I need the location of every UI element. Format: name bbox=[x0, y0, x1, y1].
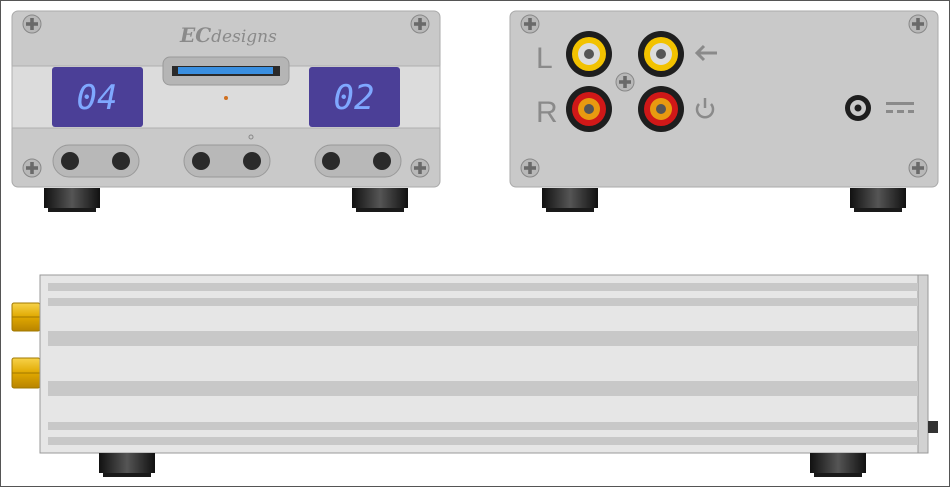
power-icon bbox=[695, 98, 715, 119]
side-grooves bbox=[48, 283, 918, 445]
screw-icon bbox=[22, 14, 42, 34]
side-switch[interactable] bbox=[928, 421, 938, 433]
ir-sensor bbox=[248, 134, 254, 140]
foot bbox=[542, 188, 598, 212]
screw-icon bbox=[22, 158, 42, 178]
brand-logo-main: EC bbox=[179, 23, 211, 47]
foot bbox=[99, 453, 155, 477]
rca-left-out[interactable] bbox=[566, 31, 612, 77]
screw-icon bbox=[410, 14, 430, 34]
left-display: 04 bbox=[52, 67, 143, 127]
rca-right-out[interactable] bbox=[566, 86, 612, 132]
rca-right-in[interactable] bbox=[638, 86, 684, 132]
rear-chassis bbox=[509, 10, 939, 188]
right-channel-label: R bbox=[536, 96, 558, 129]
rear-panel: L R bbox=[509, 10, 939, 212]
center-button-right[interactable] bbox=[243, 152, 261, 170]
right-button-down[interactable] bbox=[322, 152, 340, 170]
front-panel: ECdesigns 04 02 bbox=[11, 10, 441, 212]
left-display-value: 04 bbox=[77, 78, 118, 118]
right-button-pair bbox=[314, 144, 402, 178]
dc-power-icon bbox=[886, 102, 914, 113]
center-button-left[interactable] bbox=[192, 152, 210, 170]
foot bbox=[352, 188, 408, 212]
screw-icon bbox=[520, 158, 540, 178]
screw-icon bbox=[410, 158, 430, 178]
right-display: 02 bbox=[309, 67, 400, 127]
left-channel-label: L bbox=[536, 42, 553, 75]
rca-left-in[interactable] bbox=[638, 31, 684, 77]
screw-icon bbox=[615, 72, 635, 92]
left-button-pair bbox=[52, 144, 140, 178]
right-button-up[interactable] bbox=[373, 152, 391, 170]
foot bbox=[850, 188, 906, 212]
dc-jack[interactable] bbox=[845, 95, 871, 121]
card-slot[interactable] bbox=[162, 56, 290, 86]
brand-logo-sub: designs bbox=[211, 27, 277, 47]
left-button-up[interactable] bbox=[112, 152, 130, 170]
center-button-pair bbox=[183, 144, 271, 178]
side-view bbox=[11, 274, 938, 477]
brand-logo: ECdesigns bbox=[179, 23, 277, 47]
screw-icon bbox=[908, 158, 928, 178]
status-led bbox=[224, 96, 228, 100]
screw-icon bbox=[908, 14, 928, 34]
side-end-plate bbox=[917, 274, 929, 454]
foot bbox=[44, 188, 100, 212]
arrow-left-icon bbox=[694, 44, 717, 62]
rca-plug-side-bottom bbox=[11, 357, 41, 389]
left-button-down[interactable] bbox=[61, 152, 79, 170]
right-display-value: 02 bbox=[334, 78, 375, 118]
foot bbox=[810, 453, 866, 477]
rca-plug-side-top bbox=[11, 302, 41, 332]
screw-icon bbox=[520, 14, 540, 34]
